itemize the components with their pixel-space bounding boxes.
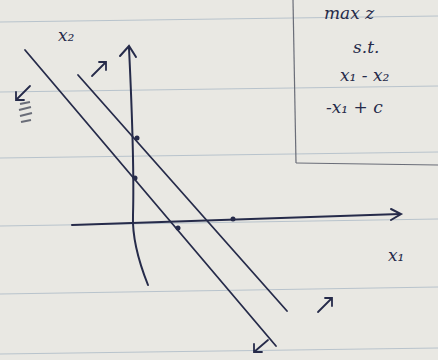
shading	[19, 102, 32, 122]
constraint-lines	[25, 50, 287, 346]
direction-arrows	[16, 62, 332, 352]
ruled-lines	[0, 16, 438, 354]
handwritten-label: max z	[324, 4, 374, 23]
handwritten-label: x₁ - x₂	[340, 66, 389, 85]
points	[133, 136, 236, 231]
handwritten-label: -x₁ + c	[326, 98, 383, 117]
axes	[72, 46, 401, 285]
handwritten-label: x₂	[58, 26, 74, 45]
handwritten-label: s.t.	[353, 38, 379, 57]
bracket	[293, 0, 438, 165]
handwritten-label: x₁	[388, 246, 404, 265]
